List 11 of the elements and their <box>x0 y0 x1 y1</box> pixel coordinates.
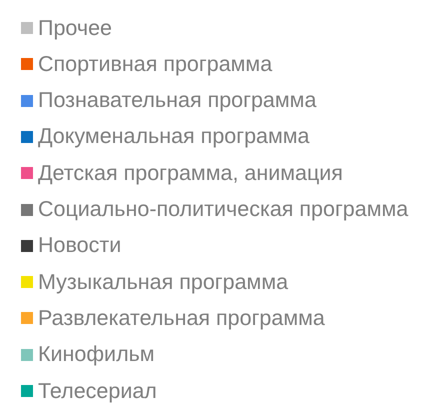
legend-label: Телесериал <box>38 378 157 404</box>
legend-label: Прочее <box>38 16 112 40</box>
legend-label: Музыкальная программа <box>38 270 288 295</box>
legend-label: Детская программа, анимация <box>38 160 343 186</box>
legend-label: Социально-политическая программа <box>38 197 408 222</box>
legend-label: Докуменальная программа <box>38 124 310 150</box>
legend-label: Кинофильм <box>38 342 155 368</box>
legend-label: Познавательная программа <box>38 88 316 114</box>
legend-label: Новости <box>38 233 122 258</box>
legend-label: Спортивная программа <box>38 52 272 77</box>
legend-label: Развлекательная программа <box>38 306 325 331</box>
